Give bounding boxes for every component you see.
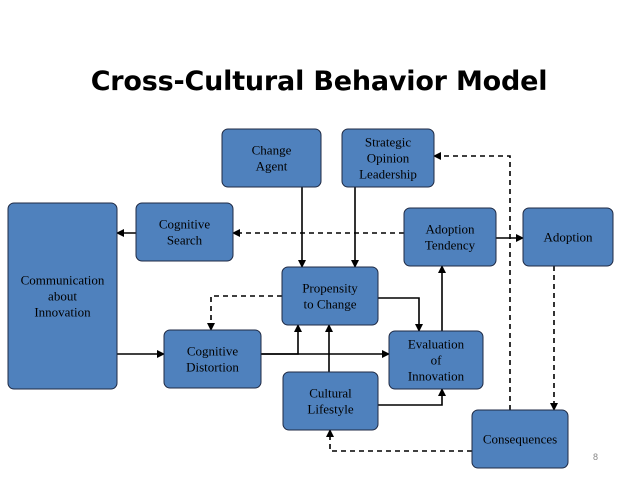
node-box — [341, 128, 435, 188]
node-label: Agent — [256, 159, 288, 174]
node-box — [388, 330, 484, 390]
node-label: Innovation — [34, 305, 91, 320]
node-label: Consequences — [483, 432, 557, 447]
node-adoption: Adoption — [522, 207, 614, 267]
node-label: to Change — [303, 297, 356, 312]
node-label: Leadership — [359, 167, 417, 182]
node-box — [135, 202, 234, 262]
node-label: Lifestyle — [307, 402, 353, 417]
edge-consequences-to-cultural-lifestyle — [326, 429, 472, 452]
edge-propensity-to-change-to-evaluation-of-innovation — [378, 297, 423, 332]
node-label: Evaluation — [408, 337, 465, 352]
node-box — [163, 329, 262, 389]
node-box — [281, 266, 379, 326]
node-label: Opinion — [367, 151, 410, 166]
edge-consequences-to-strategic-opinion-leadership — [433, 152, 511, 410]
node-label: Change — [252, 143, 292, 158]
node-box — [522, 207, 614, 267]
node-box — [221, 128, 322, 188]
edge-cultural-lifestyle-to-evaluation-of-innovation — [378, 388, 446, 406]
node-label: Adoption — [543, 230, 593, 245]
node-label: Innovation — [408, 369, 465, 384]
node-box — [282, 371, 379, 431]
node-label: about — [48, 289, 77, 304]
edge-cognitive-distortion-to-propensity-to-change — [261, 324, 302, 355]
node-label: Search — [167, 233, 203, 248]
node-box — [7, 202, 118, 390]
node-box — [471, 409, 569, 469]
node-label: Cognitive — [159, 217, 211, 232]
node-label: Adoption — [425, 222, 475, 237]
node-label: Cultural — [309, 386, 352, 401]
node-label: Propensity — [302, 281, 358, 296]
node-label: Communication — [21, 273, 105, 288]
node-label: Strategic — [365, 135, 411, 150]
page-number: 8 — [593, 452, 599, 462]
node-consequences: Consequences — [471, 409, 569, 469]
node-label: Distortion — [186, 360, 239, 375]
page-title: Cross-Cultural Behavior Model — [90, 66, 548, 97]
node-label: of — [431, 353, 443, 368]
node-label: Tendency — [425, 238, 476, 253]
node-box — [403, 207, 497, 267]
node-label: Cognitive — [187, 344, 239, 359]
edge-propensity-to-change-to-cognitive-distortion — [207, 295, 282, 331]
